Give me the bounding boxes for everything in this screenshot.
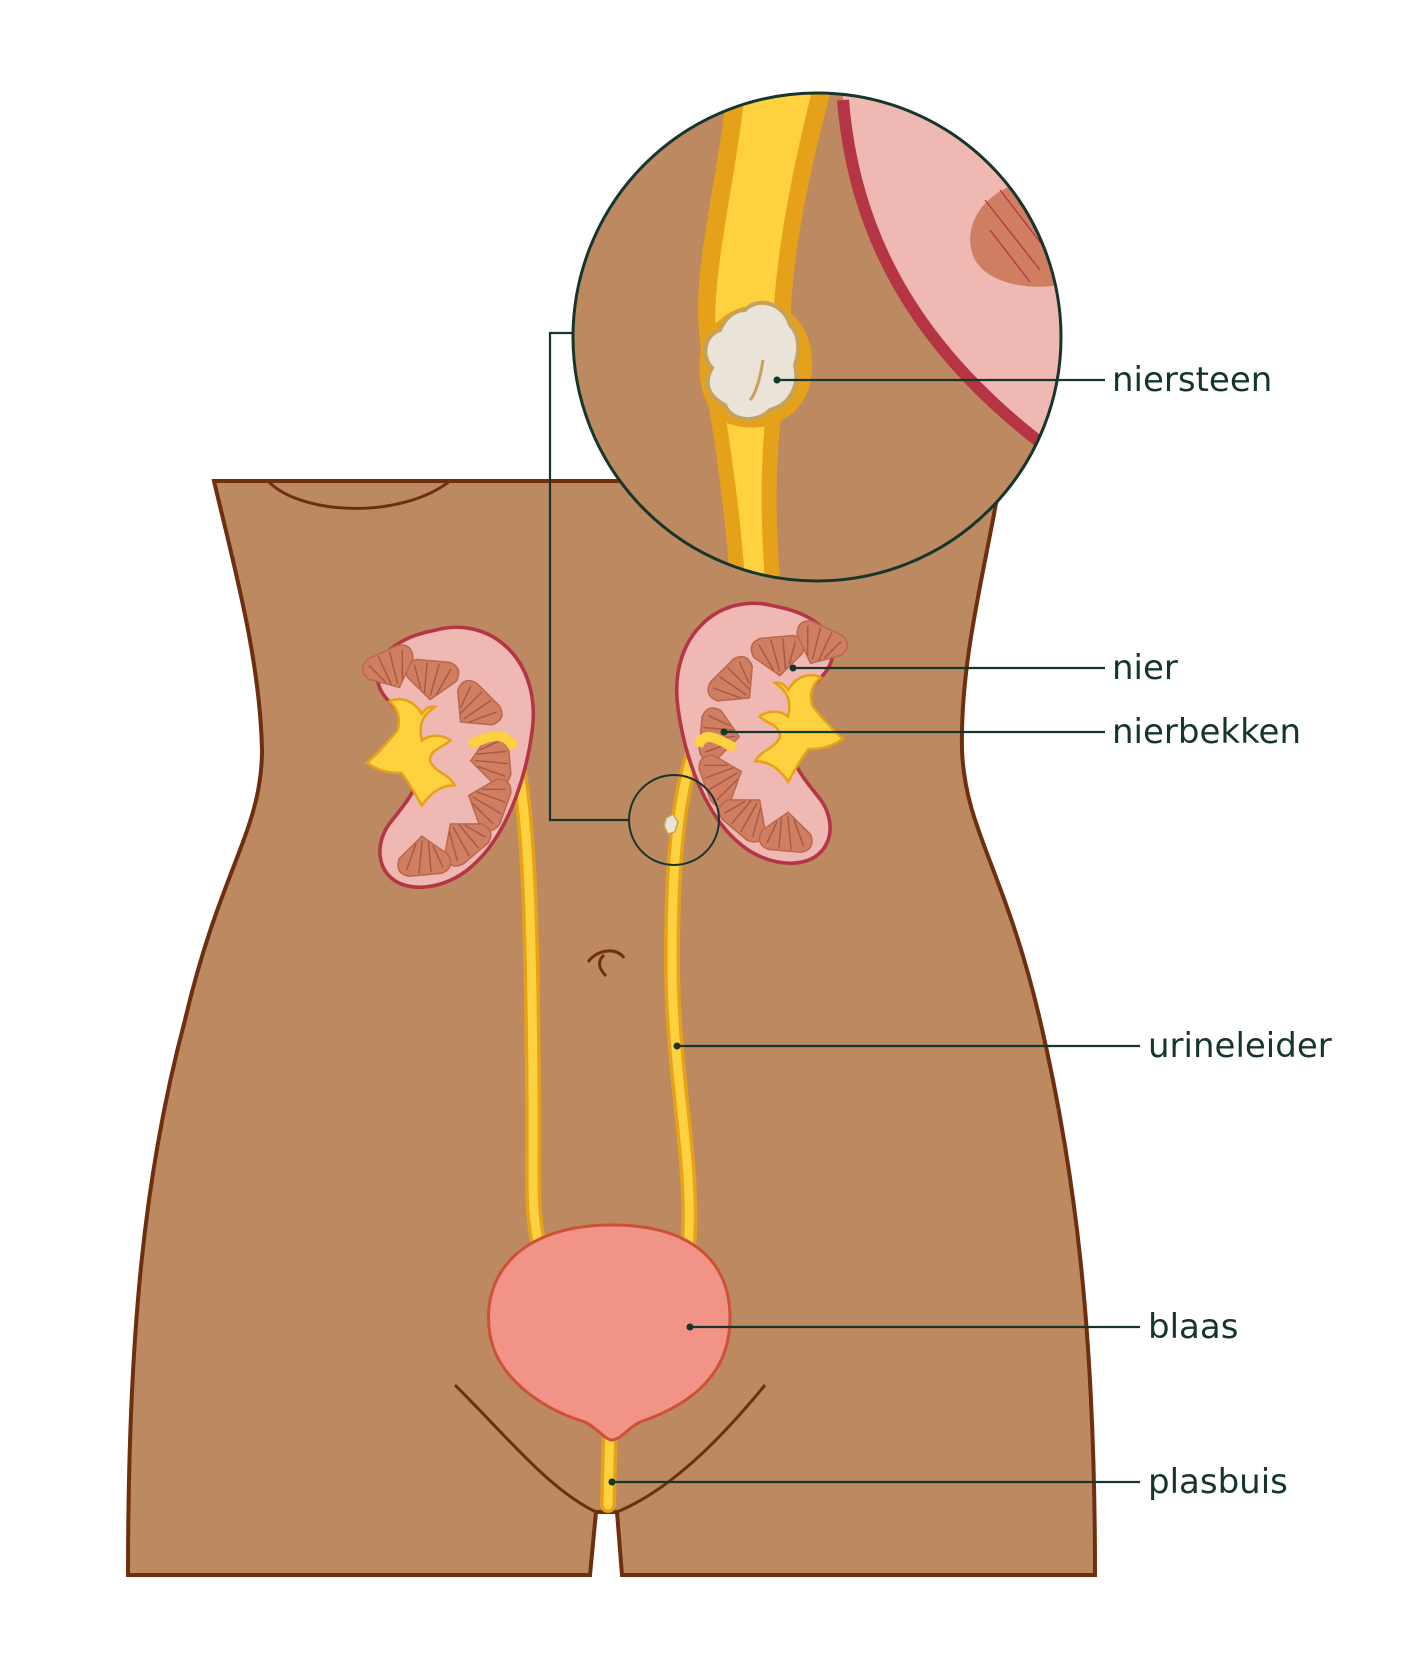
label-nierbekken: nierbekken	[1112, 712, 1301, 752]
label-plasbuis: plasbuis	[1148, 1462, 1288, 1502]
collar-line	[266, 479, 451, 510]
ureter-left	[504, 732, 548, 1258]
label-urineleider: urineleider	[1148, 1026, 1332, 1066]
leader-blaas	[686, 1323, 1140, 1331]
groin-line-right	[616, 1384, 767, 1514]
zoom-view	[573, 93, 1061, 581]
ureter-right	[663, 727, 708, 1258]
leader-urineleider	[673, 1042, 1140, 1050]
groin-line-left	[453, 1383, 597, 1514]
leader-plasbuis	[608, 1478, 1140, 1486]
bladder	[487, 1223, 732, 1442]
label-nier: nier	[1112, 648, 1178, 688]
leader-nierbekken	[720, 728, 1105, 736]
label-blaas: blaas	[1148, 1307, 1238, 1347]
zoom-connector-line	[548, 331, 629, 822]
leader-niersteen	[773, 376, 1105, 384]
leader-nier	[789, 664, 1105, 672]
zoom-circle-border	[571, 91, 1063, 583]
label-niersteen: niersteen	[1112, 360, 1272, 400]
navel	[586, 949, 626, 978]
kidney-stone-small	[663, 812, 679, 835]
kidney-stone-large	[703, 300, 801, 421]
